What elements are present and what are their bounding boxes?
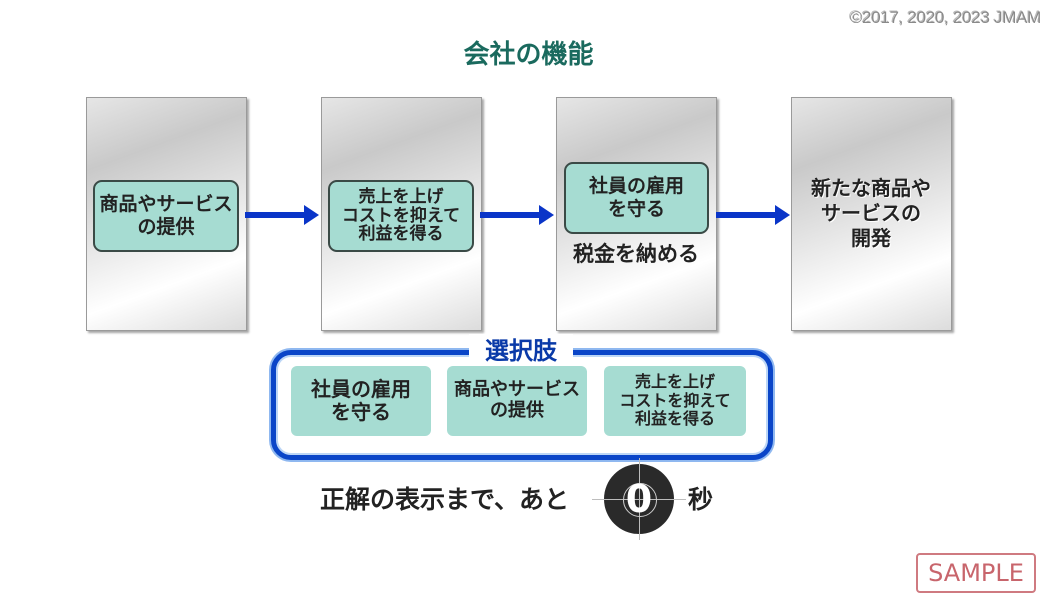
sample-watermark: SAMPLE — [916, 553, 1036, 593]
flow-card-provide-goods: 商品やサービス の提供 — [93, 180, 239, 252]
flow-panel-4 — [791, 97, 952, 331]
timer-ring-icon — [623, 483, 657, 517]
choice-profit[interactable]: 売上を上げ コストを抑えて 利益を得る — [604, 366, 746, 436]
arrow-right-icon — [245, 205, 319, 225]
flow-text-new-development: 新たな商品や サービスの 開発 — [811, 176, 931, 250]
choice-provide-goods[interactable]: 商品やサービス の提供 — [447, 366, 587, 436]
page-title: 会社の機能 — [463, 40, 594, 70]
countdown-unit: 秒 — [688, 485, 714, 514]
countdown-label: 正解の表示まで、あと — [320, 485, 570, 514]
arrow-right-icon — [716, 205, 790, 225]
choice-employment[interactable]: 社員の雇用 を守る — [291, 366, 431, 436]
flow-card-profit: 売上を上げ コストを抑えて 利益を得る — [328, 180, 474, 252]
arrow-right-icon — [480, 205, 554, 225]
choices-heading: 選択肢 — [469, 334, 573, 368]
countdown-timer: 0 — [592, 458, 686, 540]
flow-card-employment: 社員の雇用 を守る — [564, 162, 709, 234]
copyright-notice: ©2017, 2020, 2023 JMAM — [849, 8, 1041, 27]
flow-note-pay-taxes: 税金を納める — [573, 242, 699, 266]
countdown-value: 0 — [625, 477, 653, 521]
